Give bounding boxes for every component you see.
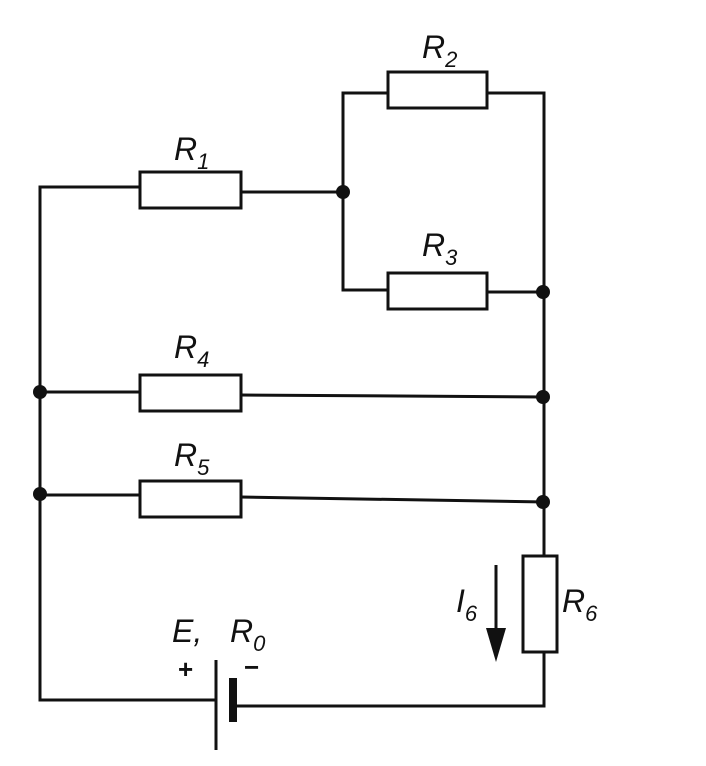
junction-node xyxy=(536,390,550,404)
resistor-r1 xyxy=(138,170,243,210)
label-r5: R5 xyxy=(174,437,210,480)
label-r6: R6 xyxy=(562,583,598,626)
resistor-r6 xyxy=(521,554,559,654)
junction-node xyxy=(536,495,550,509)
label-r3: R3 xyxy=(422,227,458,270)
resistor-r5 xyxy=(138,479,243,519)
label-plus: + xyxy=(178,654,193,684)
junction-node xyxy=(336,185,350,199)
junction-node xyxy=(536,285,550,299)
label-emf: E, xyxy=(172,613,202,649)
label-r0: R0 xyxy=(230,613,266,656)
battery-symbol xyxy=(214,660,237,750)
label-r1: R1 xyxy=(174,131,209,174)
wire-top-branch-r1 xyxy=(38,185,142,702)
resistor-r3 xyxy=(386,271,489,311)
wire-r5-right xyxy=(239,495,546,504)
label-current-i6: I6 xyxy=(456,583,478,626)
wire-bottom-right xyxy=(234,650,546,708)
wire-r4-right xyxy=(239,393,546,399)
junction-node xyxy=(33,385,47,399)
resistor-r2 xyxy=(386,70,489,110)
resistor-r4 xyxy=(138,373,243,413)
label-r2: R2 xyxy=(422,29,457,72)
current-arrow-i6 xyxy=(486,565,506,662)
junction-node xyxy=(33,487,47,501)
label-minus: − xyxy=(244,652,259,682)
label-r4: R4 xyxy=(174,329,209,372)
